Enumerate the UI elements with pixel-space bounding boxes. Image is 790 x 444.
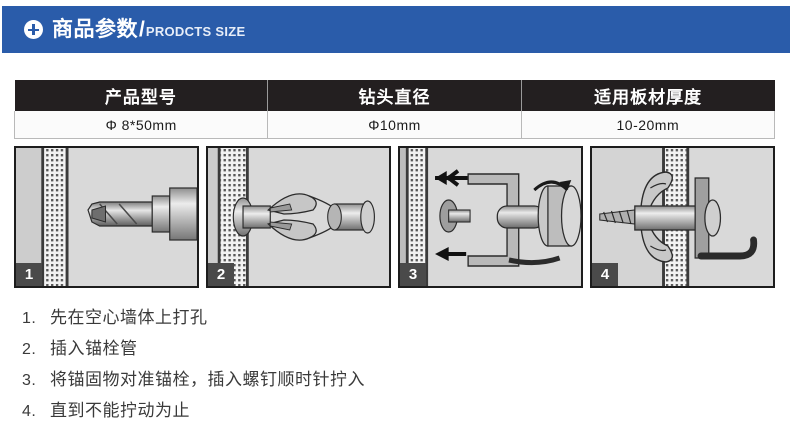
setting-tool-illustration — [400, 148, 581, 286]
anchor-sleeve-illustration — [208, 148, 389, 286]
illustration-panel-3: 3 — [398, 146, 583, 288]
column-header-drill-diameter: 钻头直径 — [267, 80, 522, 111]
step-number: 2. — [22, 341, 37, 358]
panel-badge-2: 2 — [208, 263, 234, 286]
step-number: 4. — [22, 403, 37, 420]
cell-board-thickness-value: 10-20mm — [520, 111, 776, 139]
illustration-panel-2: 2 — [206, 146, 391, 288]
illustration-panel-1: 1 — [14, 146, 199, 288]
cell-model-value: Φ 8*50mm — [13, 111, 269, 139]
banner-title-english: PRODCTS SIZE — [145, 24, 246, 39]
specification-table: 产品型号 钻头直径 适用板材厚度 Φ 8*50mm Φ10mm 10-20mm — [13, 80, 776, 139]
drill-bit-illustration — [16, 148, 197, 286]
list-item: 3. 将锚固物对准锚栓，插入螺钉顺时针拧入 — [22, 365, 762, 396]
step-number: 3. — [22, 372, 37, 389]
table-header-row: 产品型号 钻头直径 适用板材厚度 — [14, 80, 775, 111]
step-text: 将锚固物对准锚栓，插入螺钉顺时针拧入 — [50, 370, 365, 389]
step-number: 1. — [22, 310, 37, 327]
cell-drill-diameter-value: Φ10mm — [267, 111, 522, 139]
panel-badge-4: 4 — [592, 263, 618, 286]
installed-hook-illustration — [592, 148, 773, 286]
step-text: 直到不能拧动为止 — [50, 401, 190, 420]
plus-circle-icon — [24, 20, 43, 39]
list-item: 4. 直到不能拧动为止 — [22, 396, 762, 427]
installation-steps-illustrations: 1 — [14, 146, 775, 288]
banner-separator: / — [139, 18, 145, 41]
section-header-banner: 商品参数 / PRODCTS SIZE — [2, 6, 790, 53]
step-text: 插入锚栓管 — [50, 339, 138, 358]
banner-title-chinese: 商品参数 — [52, 18, 138, 41]
column-header-model: 产品型号 — [14, 80, 269, 111]
installation-steps-list: 1. 先在空心墙体上打孔 2. 插入锚栓管 3. 将锚固物对准锚栓，插入螺钉顺时… — [22, 303, 762, 427]
list-item: 1. 先在空心墙体上打孔 — [22, 303, 762, 334]
column-header-board-thickness: 适用板材厚度 — [521, 80, 775, 111]
panel-badge-3: 3 — [400, 263, 426, 286]
panel-badge-1: 1 — [16, 263, 42, 286]
step-text: 先在空心墙体上打孔 — [50, 308, 208, 327]
table-row: Φ 8*50mm Φ10mm 10-20mm — [13, 111, 776, 139]
list-item: 2. 插入锚栓管 — [22, 334, 762, 365]
illustration-panel-4: 4 — [590, 146, 775, 288]
